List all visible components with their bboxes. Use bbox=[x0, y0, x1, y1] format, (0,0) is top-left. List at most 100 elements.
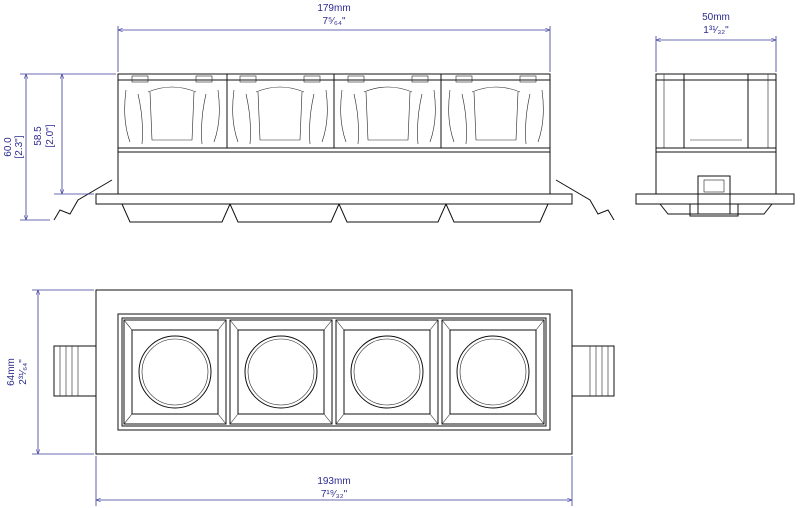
module-lens-outer bbox=[456, 335, 530, 409]
module-bevel-line bbox=[441, 319, 451, 331]
plan-module bbox=[335, 319, 439, 425]
module-tab bbox=[455, 75, 473, 83]
plan-flange bbox=[95, 289, 573, 455]
module-lens-inner bbox=[247, 338, 315, 406]
right-spring-clip bbox=[555, 179, 615, 221]
side-width-imperial: 1³¹⁄₃₂" bbox=[703, 25, 729, 36]
left-spring-clip bbox=[53, 179, 113, 221]
reflector-cup bbox=[473, 91, 519, 141]
side-flange bbox=[635, 193, 795, 205]
reflector-top bbox=[255, 86, 305, 93]
reflector-fin bbox=[353, 93, 359, 145]
reflector-cup bbox=[257, 91, 303, 141]
front-module bbox=[340, 75, 436, 145]
plan-module bbox=[229, 319, 333, 425]
module-tab bbox=[195, 75, 213, 83]
plan-width-imperial: 7¹⁹⁄₃₂" bbox=[321, 489, 348, 500]
reflector-fin bbox=[232, 89, 239, 143]
module-outer-frame bbox=[441, 319, 545, 425]
module-inner-frame bbox=[237, 329, 325, 415]
plan-view: 64mm 2³¹⁄₆₄" 193mm 7¹⁹⁄₃₂" bbox=[6, 289, 615, 506]
module-lens-outer bbox=[244, 335, 318, 409]
front-elevation: 179mm 7⁵⁄₆₄" 60.0 [2.3"] 58.5 [2.0"] bbox=[3, 3, 615, 223]
front-width-metric: 179mm bbox=[317, 3, 350, 14]
module-bevel-line bbox=[429, 319, 439, 331]
module-bevel-line bbox=[217, 413, 227, 425]
plan-height-metric: 64mm bbox=[6, 358, 17, 386]
reflector-fin bbox=[429, 89, 436, 143]
front-height-total-imperial: [2.3"] bbox=[14, 135, 25, 158]
module-outer-frame bbox=[229, 319, 333, 425]
module-bevel-line bbox=[323, 413, 333, 425]
reflector-fin bbox=[340, 89, 347, 143]
reflector-fin bbox=[525, 93, 531, 145]
reflector-fin bbox=[124, 89, 131, 143]
module-lens-outer bbox=[350, 335, 424, 409]
reflector-cup bbox=[365, 91, 411, 141]
module-bevel-line bbox=[535, 413, 545, 425]
module-tab bbox=[131, 75, 149, 83]
reflector-top bbox=[471, 86, 521, 93]
module-tab bbox=[347, 75, 365, 83]
reflector-fin bbox=[309, 93, 315, 145]
reflector-fin bbox=[201, 93, 207, 145]
front-height-body-metric: 58.5 bbox=[33, 126, 44, 146]
reflector-fin bbox=[448, 89, 455, 143]
module-bevel-line bbox=[535, 319, 545, 331]
module-lens-inner bbox=[459, 338, 527, 406]
module-bevel-line bbox=[229, 413, 239, 425]
module-inner-frame bbox=[131, 329, 219, 415]
right-connector bbox=[571, 345, 615, 397]
front-height-body-imperial: [2.0"] bbox=[45, 124, 56, 147]
module-bevel-line bbox=[429, 413, 439, 425]
module-bevel-line bbox=[123, 413, 133, 425]
front-module bbox=[448, 75, 544, 145]
module-bevel-line bbox=[323, 319, 333, 331]
front-module bbox=[124, 75, 220, 145]
plan-height-imperial: 2³¹⁄₆₄" bbox=[18, 359, 29, 385]
side-width-metric: 50mm bbox=[702, 12, 730, 23]
side-module-housing bbox=[655, 73, 777, 149]
plan-module bbox=[123, 319, 227, 425]
module-bevel-line bbox=[441, 413, 451, 425]
module-bevel-line bbox=[123, 319, 133, 331]
module-bevel-line bbox=[229, 319, 239, 331]
module-tab bbox=[411, 75, 429, 83]
reflector-cup bbox=[149, 91, 195, 141]
module-bevel-line bbox=[217, 319, 227, 331]
plan-module bbox=[441, 319, 545, 425]
reflector-top bbox=[147, 86, 197, 93]
module-tab bbox=[519, 75, 537, 83]
module-tab bbox=[303, 75, 321, 83]
side-elevation: 50mm 1³¹⁄₃₂" bbox=[635, 12, 795, 217]
module-inner-frame bbox=[449, 329, 537, 415]
front-module-contours bbox=[124, 75, 544, 145]
reflector-fin bbox=[461, 93, 467, 145]
left-connector bbox=[53, 345, 97, 397]
front-flange bbox=[95, 193, 573, 205]
front-height-total-metric: 60.0 bbox=[3, 137, 14, 157]
front-body bbox=[117, 147, 551, 195]
module-lens-inner bbox=[353, 338, 421, 406]
module-bevel-line bbox=[335, 413, 345, 425]
reflector-fin bbox=[137, 93, 143, 145]
module-inner-frame bbox=[343, 329, 431, 415]
plan-trim-frame bbox=[117, 313, 551, 431]
plan-modules bbox=[123, 319, 545, 425]
front-module bbox=[232, 75, 328, 145]
plan-width-metric: 193mm bbox=[317, 476, 350, 487]
front-width-imperial: 7⁵⁄₆₄" bbox=[322, 16, 345, 27]
side-driver-box bbox=[697, 175, 731, 215]
module-outer-frame bbox=[123, 319, 227, 425]
module-outer-frame bbox=[335, 319, 439, 425]
module-bevel-line bbox=[335, 319, 345, 331]
module-tab bbox=[239, 75, 257, 83]
reflector-fin bbox=[537, 89, 544, 143]
front-trims bbox=[121, 203, 549, 223]
side-body bbox=[655, 147, 777, 195]
reflector-top bbox=[363, 86, 413, 93]
module-lens-outer bbox=[138, 335, 212, 409]
reflector-fin bbox=[321, 89, 328, 143]
reflector-fin bbox=[245, 93, 251, 145]
